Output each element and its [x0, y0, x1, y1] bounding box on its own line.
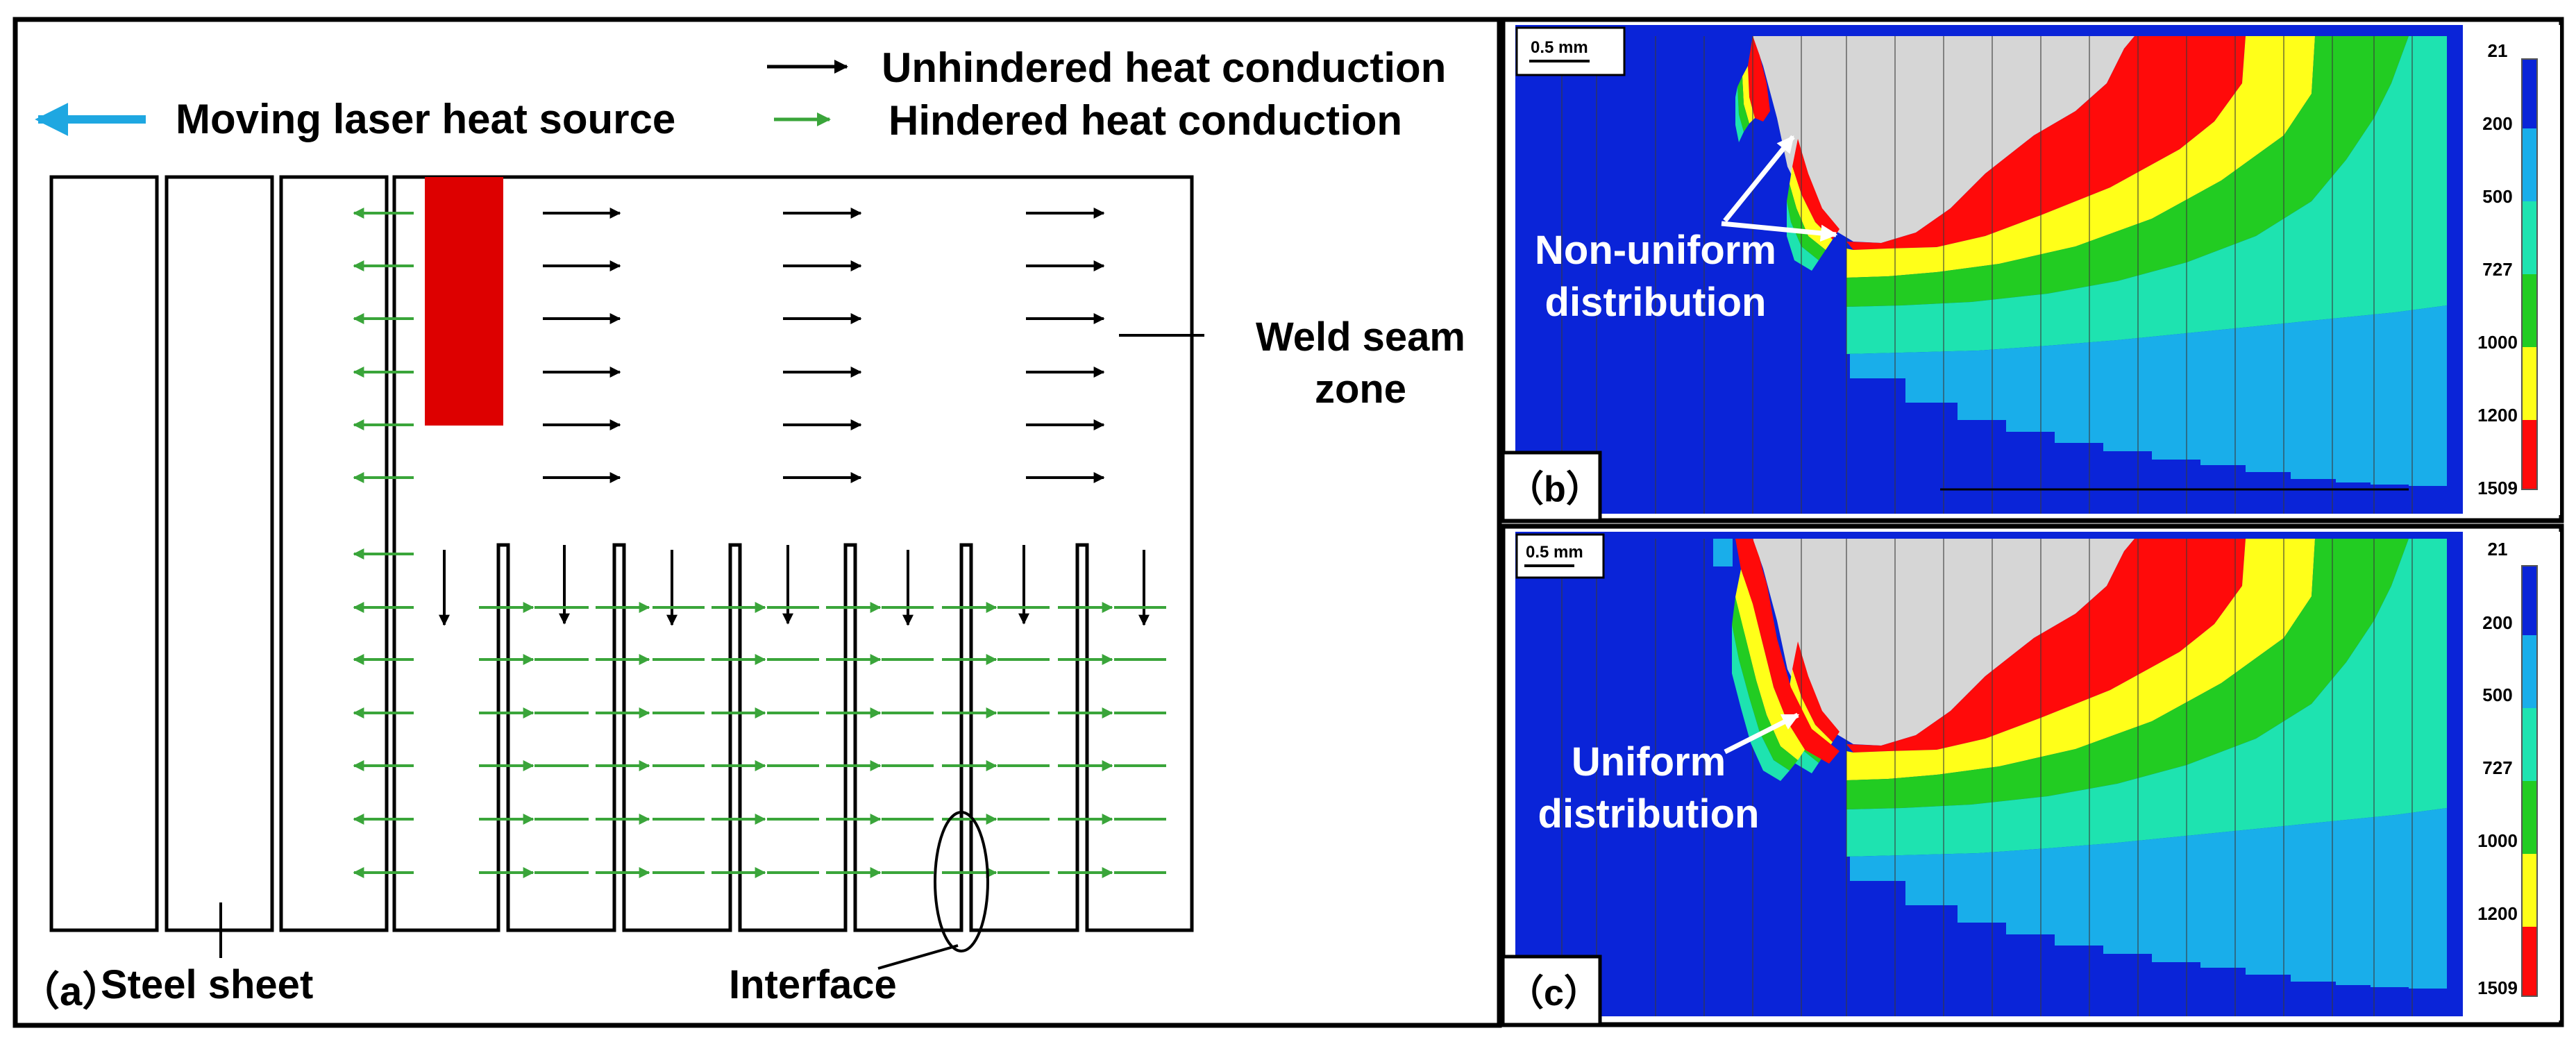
panel-c-label: （c）: [1508, 973, 1600, 1014]
cb-c-tick-500: 500: [2482, 684, 2512, 705]
cb-c-tick-200: 200: [2482, 612, 2512, 633]
legend-moving-source: Moving laser heat source: [176, 96, 675, 142]
weld-seam-zone: [392, 175, 1194, 932]
cb-b-tick-200: 200: [2482, 113, 2512, 134]
panel-b-annotation-arrow-1: [1723, 135, 1795, 223]
interface-label: Interface: [729, 962, 897, 1007]
panel-c-annotation-2: distribution: [1538, 791, 1760, 837]
unhindered-vertical-arrows: [439, 545, 1150, 626]
cb-c-tick-21: 21: [2488, 539, 2508, 560]
panel-c-colorbar: [2463, 532, 2560, 1020]
panel-b-border: [1500, 17, 2564, 523]
laser-heat-source: [425, 177, 503, 426]
panel-c-annotation-1: Uniform: [1572, 739, 1726, 784]
unhindered-horizontal-arrows: [543, 208, 1105, 483]
steel-sheet-label: Steel sheet: [101, 962, 313, 1007]
weld-seam-label-2: zone: [1315, 367, 1406, 412]
legend-unhindered: Unhindered heat conduction: [882, 44, 1446, 91]
legend-hindered: Hindered heat conduction: [889, 97, 1402, 144]
panel-b-colorbar: [2463, 25, 2560, 515]
panel-c-label-box: [1501, 955, 1602, 1027]
cb-c-tick-1509: 1509: [2477, 977, 2518, 998]
panel-c-border: [1500, 523, 2564, 1027]
cb-b-tick-1000: 1000: [2477, 332, 2518, 353]
panel-b-annotation-2: distribution: [1545, 280, 1767, 325]
weld-seam-label-1: Weld seam: [1256, 314, 1465, 360]
panel-a-label: （a）: [19, 969, 122, 1014]
panel-c-contour: [1515, 532, 2463, 1016]
panel-b-scale-box: [1515, 26, 1626, 76]
cb-b-tick-1200: 1200: [2477, 405, 2518, 426]
panel-b-scale-text: 0.5 mm: [1531, 38, 1588, 57]
cb-c-tick-1000: 1000: [2477, 830, 2518, 851]
interface-leader: [877, 944, 959, 970]
panel-c-scale-text: 0.5 mm: [1526, 543, 1583, 562]
cb-b-tick-1509: 1509: [2477, 478, 2518, 498]
panel-a-border: [12, 17, 1502, 1028]
cb-b-tick-500: 500: [2482, 186, 2512, 207]
cb-b-tick-727: 727: [2482, 259, 2512, 280]
cb-c-tick-727: 727: [2482, 757, 2512, 778]
cb-b-tick-21: 21: [2488, 40, 2508, 61]
panel-b-label: （b）: [1508, 469, 1602, 510]
panel-b-annotation-1: Non-uniform: [1535, 228, 1776, 273]
panel-c-scale-box: [1515, 533, 1605, 579]
panel-c-annotation-arrow: [1724, 712, 1800, 755]
panel-b-annotation-arrow-2: [1721, 221, 1838, 242]
panel-b-label-box: [1501, 451, 1602, 523]
steel-sheets: [49, 175, 389, 932]
interface-ellipse: [934, 811, 989, 952]
cb-c-tick-1200: 1200: [2477, 903, 2518, 924]
hindered-arrows: [353, 208, 1166, 878]
